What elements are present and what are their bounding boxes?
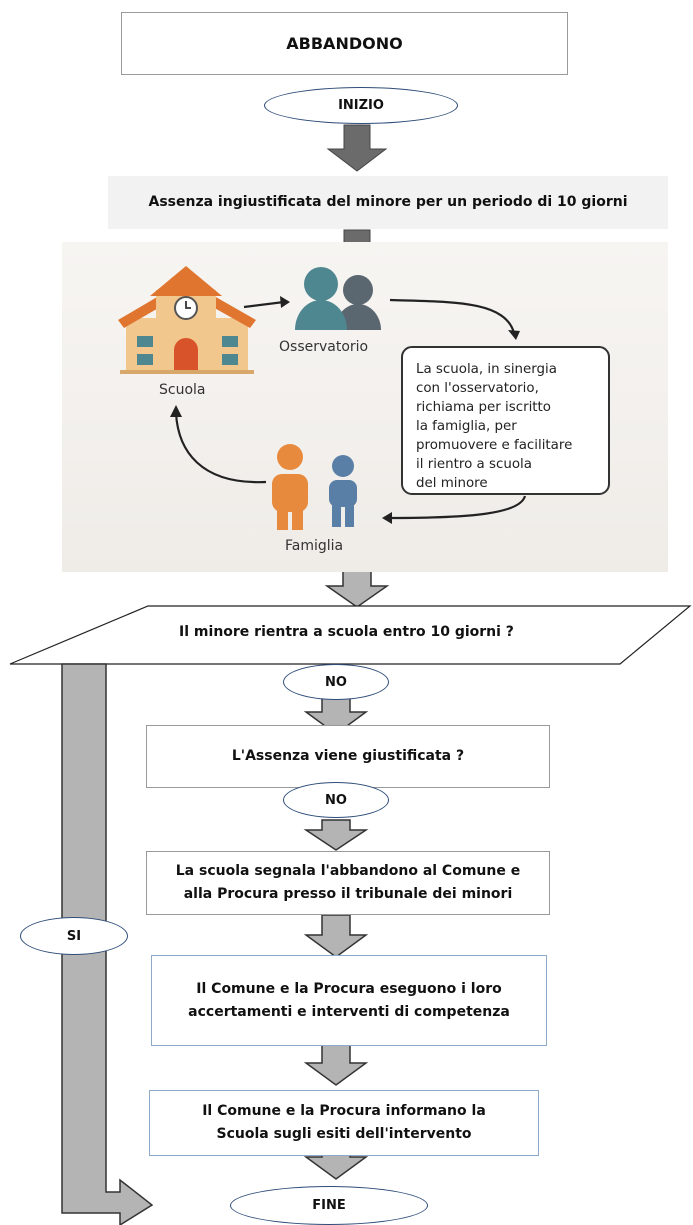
- step-report-line: alla Procura presso il tribunale dei min…: [183, 886, 513, 902]
- no-label: NO: [325, 674, 347, 690]
- note-line: promuovere e facilitare: [416, 438, 573, 453]
- decision-shape: [9, 605, 692, 665]
- family-icon: [272, 444, 357, 530]
- down-arrow: [303, 696, 369, 735]
- family-label: Famiglia: [285, 538, 344, 554]
- cycle-arrows: [174, 298, 527, 520]
- arrow-family-to-school: [174, 412, 267, 484]
- note-line: con l'osservatorio,: [416, 381, 539, 396]
- yes-oval: SI: [20, 917, 128, 955]
- decision-return-text: Il minore rientra a scuola entro 10 gior…: [179, 624, 514, 640]
- note-line: del minore: [416, 476, 488, 491]
- start-label: INIZIO: [338, 98, 384, 113]
- note-line: il rientro a scuola: [416, 457, 532, 472]
- down-arrow: [303, 819, 369, 851]
- step-report-line: La scuola segnala l'abbandono al Comune …: [175, 863, 521, 879]
- observatory-icon: [295, 267, 381, 330]
- start-oval: INIZIO: [264, 87, 458, 124]
- step-inform-box: Il Comune e la Procura informano la Scuo…: [149, 1090, 539, 1156]
- down-arrow: [326, 124, 388, 172]
- arrow-note-to-family: [388, 495, 527, 520]
- step-inform-line: Il Comune e la Procura informano la: [202, 1103, 486, 1119]
- note-box: La scuola, in sinergia con l'osservatori…: [401, 346, 610, 495]
- down-arrow: [303, 914, 369, 958]
- no-oval: NO: [283, 782, 389, 818]
- step-report-box: La scuola segnala l'abbandono al Comune …: [146, 851, 550, 915]
- note-line: La scuola, in sinergia: [416, 362, 557, 377]
- note-line: la famiglia, per: [416, 419, 517, 434]
- step-checks-line: accertamenti e interventi di competenza: [188, 1003, 510, 1020]
- arrow-observatory-to-note: [389, 298, 516, 334]
- school-icon: [118, 266, 256, 374]
- school-label: Scuola: [159, 382, 206, 398]
- arrow-school-to-observatory: [243, 300, 285, 309]
- end-oval: FINE: [230, 1186, 428, 1225]
- decision-justified-text: L'Assenza viene giustificata ?: [231, 748, 465, 764]
- end-label: FINE: [312, 1198, 346, 1213]
- step-absence-text: Assenza ingiustificata del minore per un…: [148, 194, 628, 210]
- no-label: NO: [325, 792, 347, 808]
- yes-label: SI: [66, 928, 82, 944]
- step-checks-box: Il Comune e la Procura eseguono i loro a…: [151, 955, 547, 1046]
- title-text: ABBANDONO: [286, 34, 403, 53]
- no-oval: NO: [283, 664, 389, 700]
- step-checks-line: Il Comune e la Procura eseguono i loro: [196, 980, 502, 997]
- note-line: richiama per iscritto: [416, 400, 551, 415]
- decision-justified-box: L'Assenza viene giustificata ?: [146, 725, 550, 788]
- title-box: ABBANDONO: [121, 12, 568, 75]
- step-inform-line: Scuola sugli esiti dell'intervento: [216, 1126, 472, 1142]
- observatory-label: Osservatorio: [279, 339, 369, 355]
- down-arrow: [303, 1044, 369, 1086]
- step-absence-box: Assenza ingiustificata del minore per un…: [108, 176, 668, 229]
